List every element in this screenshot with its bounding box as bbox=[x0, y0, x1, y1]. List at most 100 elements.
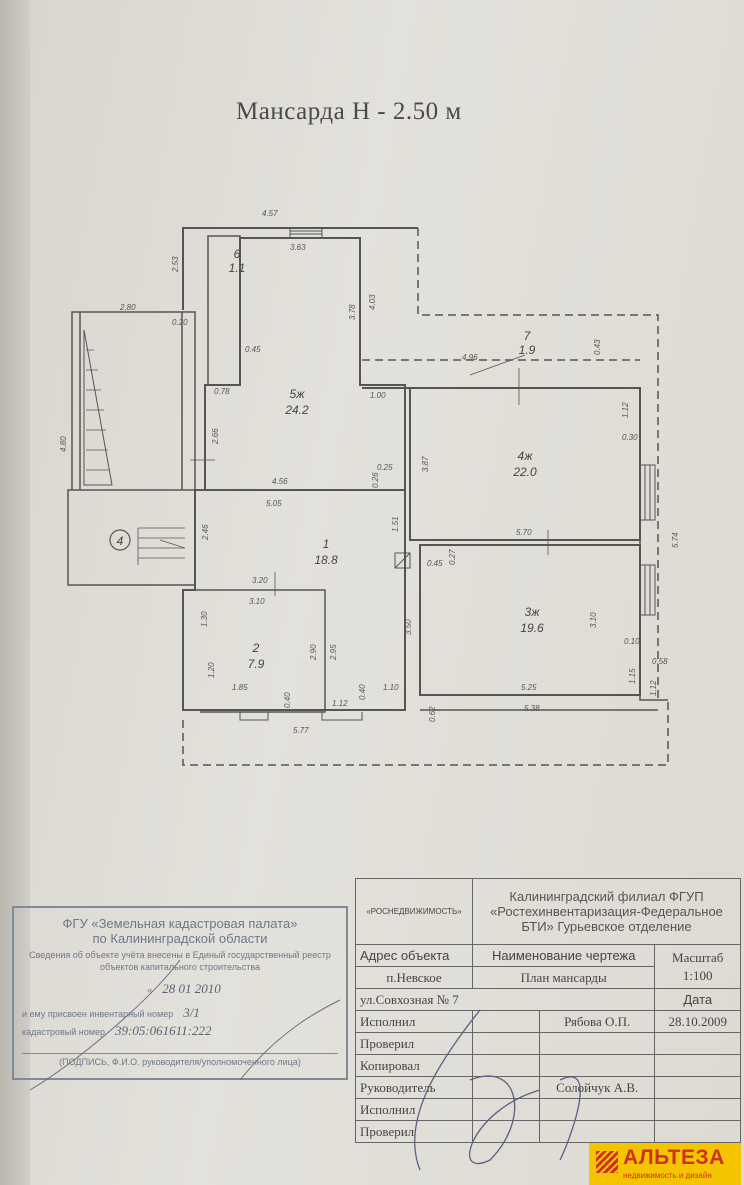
cadastral-stamp: ФГУ «Земельная кадастровая палата» по Ка… bbox=[12, 906, 348, 1080]
title-block: «РОСНЕДВИЖИМОСТЬ» Калининградский филиал… bbox=[354, 878, 741, 1143]
room-1-area: 18.8 bbox=[314, 553, 338, 567]
dim-label: 5.25 bbox=[521, 683, 537, 692]
internal-dim-lines bbox=[190, 354, 549, 596]
room-3-area: 19.6 bbox=[520, 621, 544, 635]
dim-label: 1.00 bbox=[370, 391, 386, 400]
dim-label: 3.10 bbox=[249, 597, 265, 606]
address-label: Адрес объекта bbox=[355, 944, 473, 967]
dim-label: 1.85 bbox=[232, 683, 248, 692]
stair-flight bbox=[83, 329, 113, 486]
stamp-inventory-label: и ему присвоен инвентарный номер bbox=[22, 1009, 174, 1019]
room-labels: 6 1.1 5ж 24.2 7 1.9 4ж 22.0 1 18.8 3ж 19… bbox=[229, 247, 544, 671]
stamp-line-1: ФГУ «Земельная кадастровая палата» bbox=[62, 916, 298, 931]
address-line-1: п.Невское bbox=[355, 966, 473, 989]
room-6-number: 6 bbox=[234, 247, 241, 261]
row-label: Исполнил bbox=[355, 1098, 473, 1121]
scale-value: 1:100 bbox=[682, 967, 713, 983]
room-1-number: 1 bbox=[323, 537, 330, 551]
dim-label: 3.87 bbox=[421, 456, 430, 472]
dim-label: 4.80 bbox=[59, 436, 68, 452]
organization-name: Калининградский филиал ФГУП «Ростехинвен… bbox=[472, 878, 741, 945]
page-fold bbox=[0, 0, 34, 1185]
room-5-number: 5ж bbox=[290, 387, 306, 401]
dim-label: 5.38 bbox=[524, 704, 540, 713]
right-wall bbox=[420, 388, 668, 711]
room-2-area: 7.9 bbox=[248, 657, 265, 671]
dim-label: 3.63 bbox=[290, 243, 306, 252]
room-5-area: 24.2 bbox=[284, 403, 309, 417]
dim-label: 0.25 bbox=[377, 463, 393, 472]
row-label: Руководитель bbox=[355, 1076, 473, 1099]
drawing-name: План мансарды bbox=[471, 966, 656, 989]
drawing-name-label: Наименование чертежа bbox=[471, 944, 656, 967]
date-label: Дата bbox=[654, 988, 741, 1011]
dim-label: 1.20 bbox=[207, 662, 216, 678]
stamp-line-3: Сведения об объекте учёта внесены в Един… bbox=[29, 950, 331, 972]
stamp-date-value: 28 01 2010 bbox=[162, 981, 221, 996]
stamp-line-2: по Калининградской области bbox=[92, 931, 268, 946]
dim-label: 0.43 bbox=[593, 339, 602, 355]
window-top bbox=[289, 228, 323, 238]
logo-mark-icon bbox=[596, 1151, 618, 1173]
room-2-number: 2 bbox=[252, 641, 260, 655]
room-6-area: 1.1 bbox=[229, 261, 246, 275]
stair-steps bbox=[86, 349, 110, 471]
dim-label: 0.78 bbox=[214, 387, 230, 396]
dim-label: 0.10 bbox=[624, 637, 640, 646]
staircase-marker: 4 bbox=[117, 534, 124, 548]
stamp-cadastral-label: кадастровый номер bbox=[22, 1027, 105, 1037]
dim-label: 1.30 bbox=[200, 611, 209, 627]
dim-label: 0.45 bbox=[245, 345, 261, 354]
dimension-labels: 4.57 3.63 2.53 4.03 3.78 2.80 0.20 0.45 … bbox=[59, 209, 680, 735]
row-name: Рябова О.П. bbox=[538, 1010, 656, 1033]
wall-room2 bbox=[195, 589, 326, 713]
stamp-signature-caption: (ПОДПИСЬ, Ф.И.О. руководителя/уполномоче… bbox=[22, 1053, 338, 1067]
dim-label: 1.12 bbox=[621, 402, 630, 418]
dim-label: 2.66 bbox=[211, 428, 220, 445]
window-bottom bbox=[239, 712, 363, 721]
dim-label: 2.90 bbox=[309, 644, 318, 661]
dim-label: 1.15 bbox=[628, 668, 637, 684]
dim-label: 3.20 bbox=[252, 576, 268, 585]
dim-label: 4.56 bbox=[272, 477, 288, 486]
dim-label: 5.05 bbox=[266, 499, 282, 508]
dim-label: 0.58 bbox=[652, 657, 668, 666]
floor-plan: 4 6 1.1 5ж 24.2 7 1.9 4ж 22.0 1 18.8 3ж … bbox=[59, 209, 680, 766]
dim-label: 1.51 bbox=[391, 516, 400, 532]
room-4-area: 22.0 bbox=[512, 465, 537, 479]
dim-label: 5.70 bbox=[516, 528, 532, 537]
dashed-outline bbox=[362, 228, 659, 700]
wall-room3 bbox=[419, 544, 641, 696]
row-date: 28.10.2009 bbox=[654, 1010, 741, 1033]
wall-room6 bbox=[207, 235, 241, 386]
dim-label: 0.26 bbox=[371, 472, 380, 488]
row-label: Исполнил bbox=[355, 1010, 473, 1033]
room-7-area: 1.9 bbox=[519, 343, 536, 357]
dim-label: 2.95 bbox=[329, 644, 338, 661]
dim-label: 5.74 bbox=[671, 532, 680, 548]
dim-label: 0.27 bbox=[448, 549, 457, 565]
stamp-date-label: « bbox=[147, 985, 153, 995]
wall-stair-block bbox=[67, 311, 196, 586]
room-3-number: 3ж bbox=[525, 605, 541, 619]
room-7-number: 7 bbox=[524, 329, 532, 343]
dim-label: 2.46 bbox=[201, 524, 210, 541]
dim-label: 0.40 bbox=[358, 684, 367, 700]
wall-room5 bbox=[204, 237, 406, 491]
plan-title: Мансарда Н - 2.50 м bbox=[236, 98, 462, 125]
row-label: Проверил bbox=[355, 1120, 473, 1143]
dim-label: 1.12 bbox=[332, 699, 348, 708]
row-label: Проверил bbox=[355, 1032, 473, 1055]
dim-label: 3.78 bbox=[348, 304, 357, 320]
dim-label: 0.40 bbox=[283, 692, 292, 708]
dim-label: 0.30 bbox=[622, 433, 638, 442]
dim-label: 5.77 bbox=[293, 726, 309, 735]
agency-label: «РОСНЕДВИЖИМОСТЬ» bbox=[355, 878, 473, 945]
dim-label: 0.45 bbox=[427, 559, 443, 568]
dim-label: 0.62 bbox=[428, 706, 437, 722]
dim-label: 2.80 bbox=[119, 303, 136, 312]
wall-room7-4 bbox=[362, 387, 641, 541]
dim-label: 3.50 bbox=[404, 619, 413, 635]
window-right-1 bbox=[640, 464, 656, 521]
